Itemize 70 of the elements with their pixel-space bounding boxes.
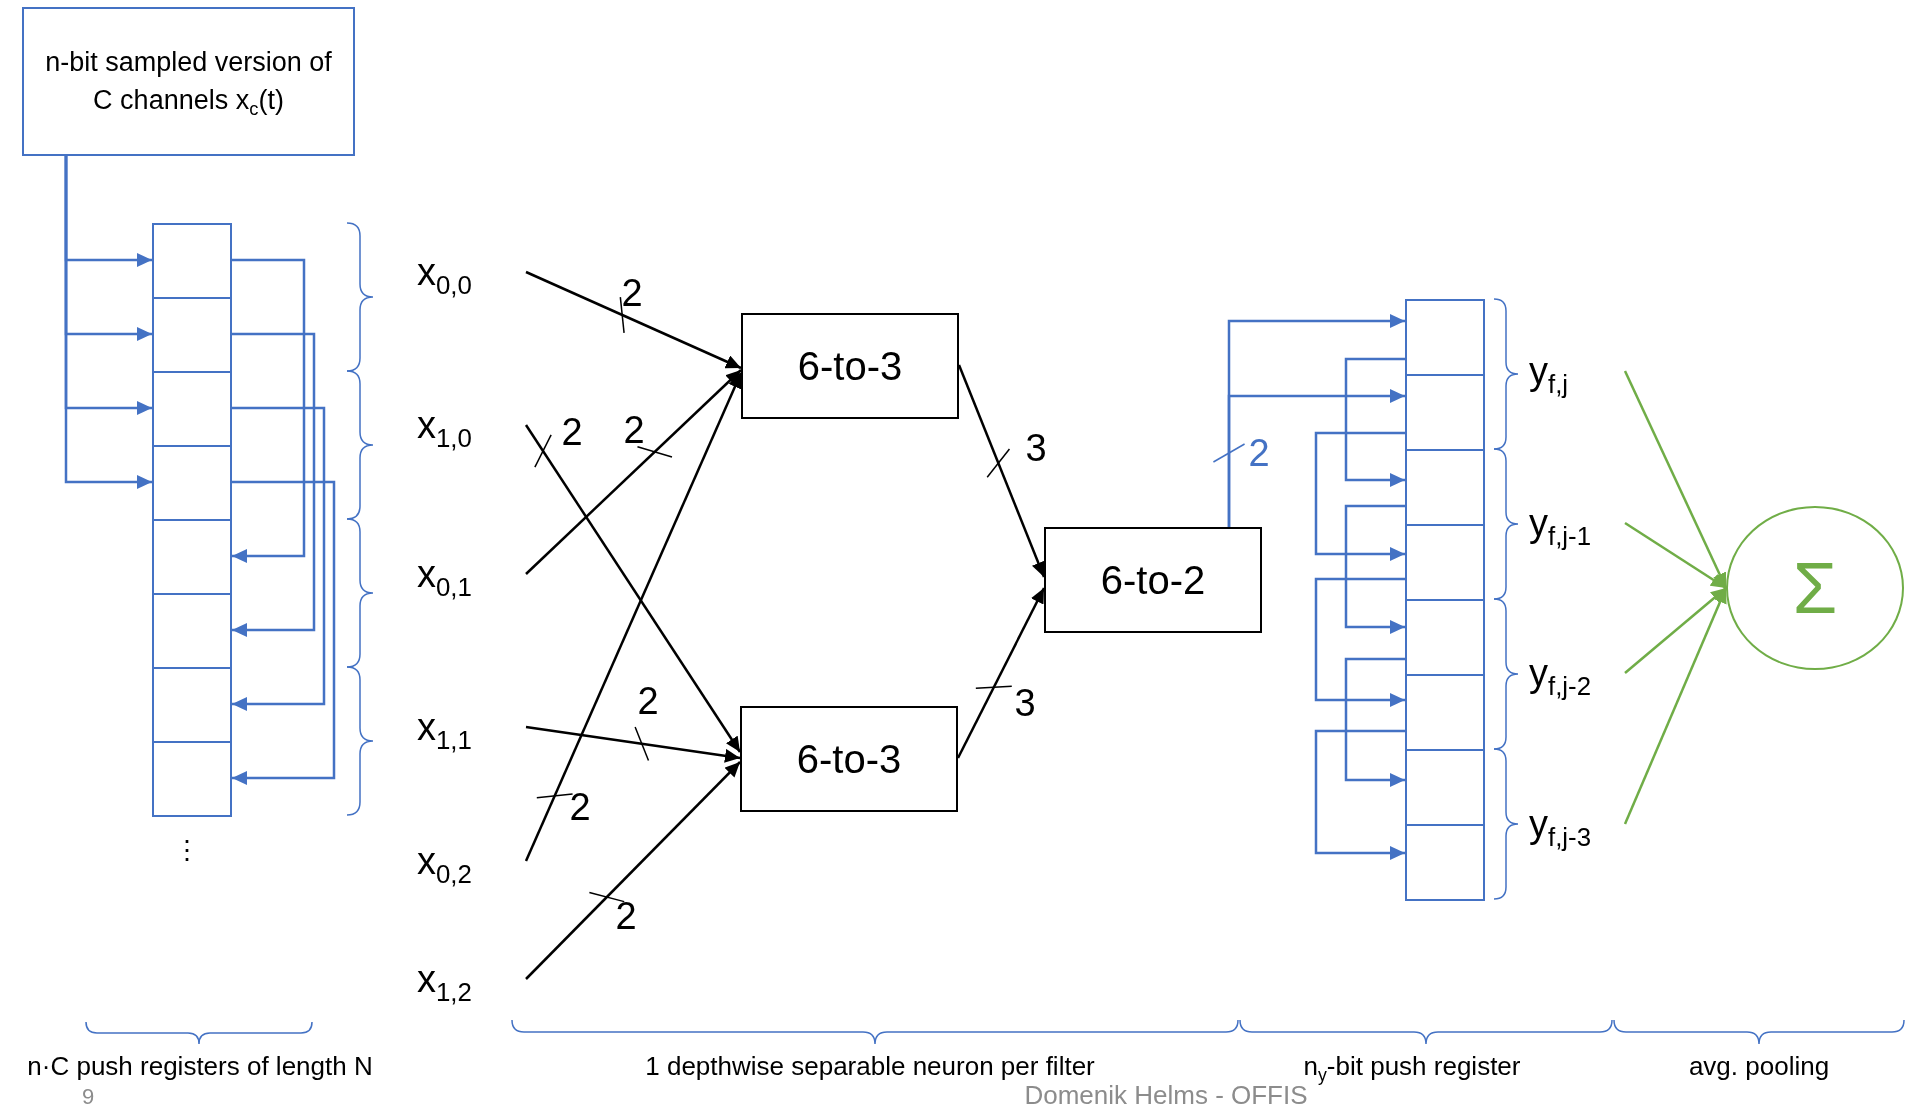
edge-label: 2 xyxy=(569,785,591,829)
register-cell xyxy=(1405,374,1485,451)
register-cell xyxy=(1405,299,1485,376)
brace-label: avg. pooling xyxy=(1688,1050,1830,1082)
signal-label: y$_{f,j-2}$ xyxy=(1525,638,1625,708)
register-cell xyxy=(152,297,232,373)
arrow xyxy=(525,369,742,575)
arrow xyxy=(525,761,741,980)
arrow xyxy=(64,156,152,489)
process-box: 6-to-3 xyxy=(740,706,958,812)
edge-label: 2 xyxy=(1248,431,1270,475)
arrow xyxy=(525,725,741,763)
register-cell xyxy=(1405,674,1485,751)
arrow xyxy=(1623,587,1728,825)
edge-label: 2 xyxy=(615,894,637,938)
process-box: 6-to-2 xyxy=(1044,527,1262,633)
register-cell xyxy=(152,667,232,743)
arrow xyxy=(1624,587,1727,674)
signal-label: y$_{f,j-1}$ xyxy=(1525,488,1625,558)
edge-label: 2 xyxy=(621,271,643,315)
arrow xyxy=(1227,389,1405,527)
register-cell xyxy=(1405,599,1485,676)
register-cell xyxy=(152,741,232,817)
edge-label: 2 xyxy=(637,679,659,723)
arrow xyxy=(957,364,1046,578)
signal-label: y$_{f,j}$ xyxy=(1525,336,1625,406)
register-cell xyxy=(152,223,232,299)
signal-label: x$_{0,2}$ xyxy=(405,826,526,896)
arrow xyxy=(232,332,316,637)
register-cell xyxy=(152,519,232,595)
signal-label: y$_{f,j-3}$ xyxy=(1525,789,1625,859)
arrow xyxy=(524,372,743,862)
signal-label: x$_{1,0}$ xyxy=(405,390,526,460)
arrow xyxy=(232,258,306,563)
arrow xyxy=(232,406,326,711)
register-cell xyxy=(152,371,232,447)
arrow xyxy=(1314,577,1405,707)
arrow xyxy=(1344,504,1405,634)
arrow xyxy=(1624,521,1727,590)
edge-label: 2 xyxy=(561,410,583,454)
arrow xyxy=(1314,729,1405,860)
arrow xyxy=(232,480,336,785)
arrow xyxy=(524,424,742,753)
arrow xyxy=(525,270,742,370)
footer-text: Domenik Helms - OFFIS xyxy=(1024,1079,1308,1110)
page-number: 9 xyxy=(81,1084,95,1110)
source-box: n-bit sampled version of C channels x$_{c}$(t) xyxy=(22,7,355,156)
arrow xyxy=(1623,370,1728,589)
arrow xyxy=(1344,357,1405,487)
register-cell xyxy=(152,445,232,521)
arrow xyxy=(1314,431,1405,561)
register-cell xyxy=(1405,824,1485,901)
ellipsis-mark: ⋮ xyxy=(174,834,200,866)
signal-label: x$_{0,1}$ xyxy=(405,539,526,609)
brace-label: 1 depthwise separable neuron per filter xyxy=(645,1050,1095,1082)
signal-label: x$_{0,0}$ xyxy=(405,237,526,307)
signal-label: x$_{1,1}$ xyxy=(405,692,526,762)
register-cell xyxy=(1405,749,1485,826)
brace-label: n·C push registers of length N xyxy=(27,1050,373,1082)
edge-label: 3 xyxy=(1014,681,1036,725)
process-box: 6-to-3 xyxy=(741,313,959,419)
register-cell xyxy=(1405,449,1485,526)
signal-label: x$_{1,2}$ xyxy=(405,944,526,1014)
arrow xyxy=(956,587,1046,759)
sum-circle: Σ xyxy=(1726,506,1904,670)
arrow xyxy=(1344,657,1405,787)
edge-label: 2 xyxy=(623,408,645,452)
register-cell xyxy=(1405,524,1485,601)
edge-label: 3 xyxy=(1025,426,1047,470)
register-cell xyxy=(152,593,232,669)
